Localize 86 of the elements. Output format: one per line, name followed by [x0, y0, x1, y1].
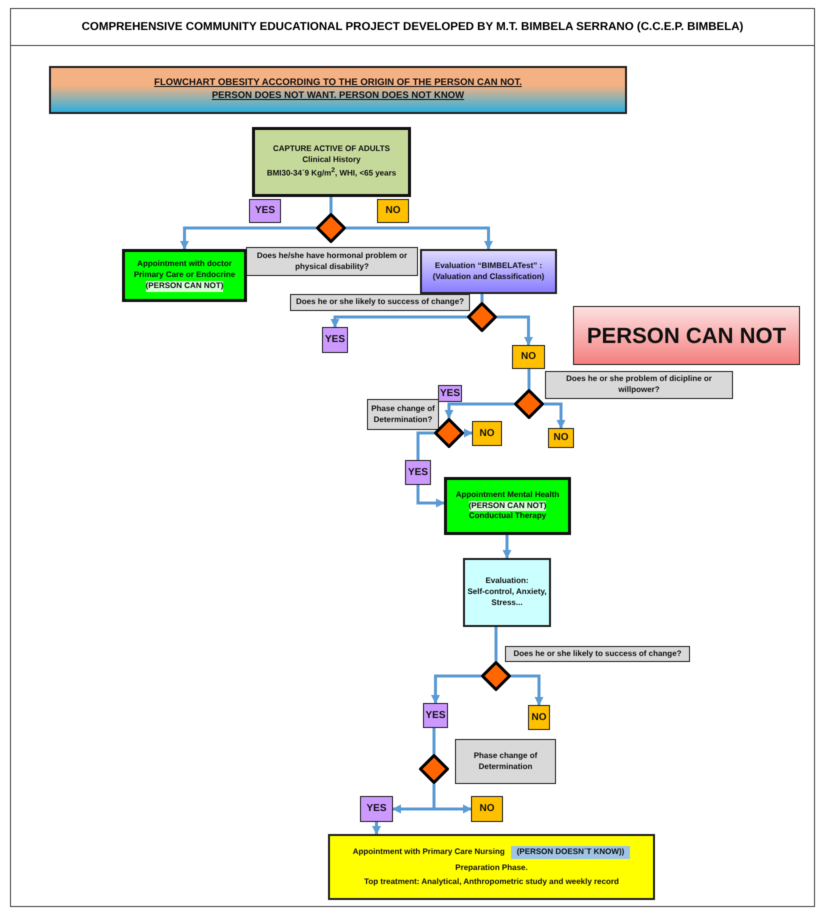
decision-diamond	[467, 302, 497, 332]
arrow	[497, 316, 533, 346]
process-box	[252, 127, 411, 197]
node-text: BMI30-34´9 Kg/m$^{2}$, WHI, <65 years	[266, 166, 396, 180]
node-text: YES	[425, 708, 446, 722]
process-box	[122, 249, 247, 302]
arrow	[416, 485, 445, 508]
node-text: Appointment with Primary Care Nursing	[352, 846, 505, 858]
process-box	[444, 477, 571, 535]
header-banner	[49, 66, 627, 114]
arrow	[180, 226, 316, 250]
arrow	[330, 316, 467, 328]
node-text: (PERSON CAN NOT)	[468, 500, 546, 512]
banner-title: FLOWCHART OBESITY ACCORDING TO THE ORIGIN OF THE PERSON CAN NOT. PERSON DOES NOT WANT. PERSON DOES NOT KNOW	[153, 77, 523, 103]
question-box	[505, 646, 690, 662]
node-text: Does he or she likely to success of change?	[513, 648, 682, 660]
arrow	[464, 428, 473, 438]
node-text: Does he/she have hormonal problem or physical disability?	[256, 250, 408, 272]
question-box	[455, 739, 556, 784]
node-text: Appointment Mental Health	[456, 490, 560, 501]
arrow	[432, 784, 472, 814]
node-text: Self-control, Anxiety, Stress...	[466, 587, 548, 609]
node-text: YES	[440, 386, 460, 400]
arrow	[444, 402, 514, 419]
node-text: PERSON CAN NOT	[586, 322, 786, 350]
page-title: COMPREHENSIVE COMMUNITY EDUCATIONAL PROJECT DEVELOPED BY M.T. BIMBELA SERRANO (C.C.E.P. BIMBELA)	[82, 21, 744, 33]
node-text: YES	[324, 333, 345, 347]
no-box	[548, 428, 574, 448]
node-text: YES	[254, 204, 275, 218]
node-text: NO	[480, 802, 494, 816]
process-box	[463, 558, 551, 627]
arrow	[502, 535, 512, 559]
arrow	[346, 226, 493, 250]
node-text: Appointment with doctor Primary Care or Endocrine	[132, 259, 236, 281]
node-text: Phase change of Determination?	[370, 404, 436, 426]
connector-line	[416, 432, 434, 460]
yes-box	[249, 199, 281, 223]
arrow	[431, 674, 481, 704]
no-box	[471, 796, 503, 822]
node-text: Top treatment: Analytical, Anthropometric study and weekly record	[363, 877, 620, 888]
decision-diamond	[434, 418, 464, 448]
process-box	[420, 249, 557, 294]
no-box	[528, 705, 550, 730]
no-box	[472, 421, 502, 446]
node-text: YES	[366, 802, 386, 816]
arrow	[544, 402, 566, 429]
process-box	[328, 834, 655, 900]
node-text: NO	[386, 204, 400, 218]
decision-diamond	[514, 389, 544, 419]
yes-box	[360, 796, 393, 822]
node-text: CAPTURE ACTIVE OF ADULTS	[272, 144, 390, 156]
node-text: NO	[532, 710, 546, 724]
node-text: Evaluation:	[485, 576, 529, 588]
node-text: Phase change of Determination	[472, 750, 538, 772]
decision-diamond	[419, 754, 449, 784]
yes-box	[405, 460, 431, 485]
connector-line	[528, 369, 530, 389]
node-text: Clinical History	[302, 155, 361, 166]
node-text: NO	[521, 350, 536, 364]
node-text: NO	[480, 426, 494, 440]
question-box	[367, 399, 439, 430]
arrow	[372, 822, 381, 835]
connector-line	[494, 627, 498, 661]
node-text: (PERSON DOESN´T KNOW))	[510, 846, 630, 859]
node-text: YES	[408, 466, 428, 480]
node-text: Does he or she likely to success of change?	[296, 297, 464, 308]
node-text: NO	[554, 431, 568, 445]
node-text: Preparation Phase.	[454, 862, 529, 874]
question-box	[545, 371, 733, 399]
no-box	[377, 199, 409, 223]
connector-line	[432, 728, 436, 754]
node-text: Evaluation “BIMBELATest” : (Valuation and Classification)	[432, 260, 546, 282]
decision-diamond	[316, 213, 346, 243]
arrow	[511, 674, 544, 706]
question-box	[290, 294, 470, 311]
node-text: (PERSON CAN NOT)	[146, 280, 224, 292]
no-box	[512, 345, 545, 369]
decision-diamond	[481, 661, 511, 691]
category-box	[573, 306, 800, 365]
node-text: Conductual Therapy	[468, 511, 546, 522]
question-box	[246, 247, 418, 276]
yes-box	[423, 703, 448, 728]
yes-box	[322, 327, 348, 353]
node-text: Does he or she problem of dicipline or willpower?	[565, 374, 713, 396]
connector-line	[330, 197, 332, 213]
connector-line	[480, 294, 484, 302]
